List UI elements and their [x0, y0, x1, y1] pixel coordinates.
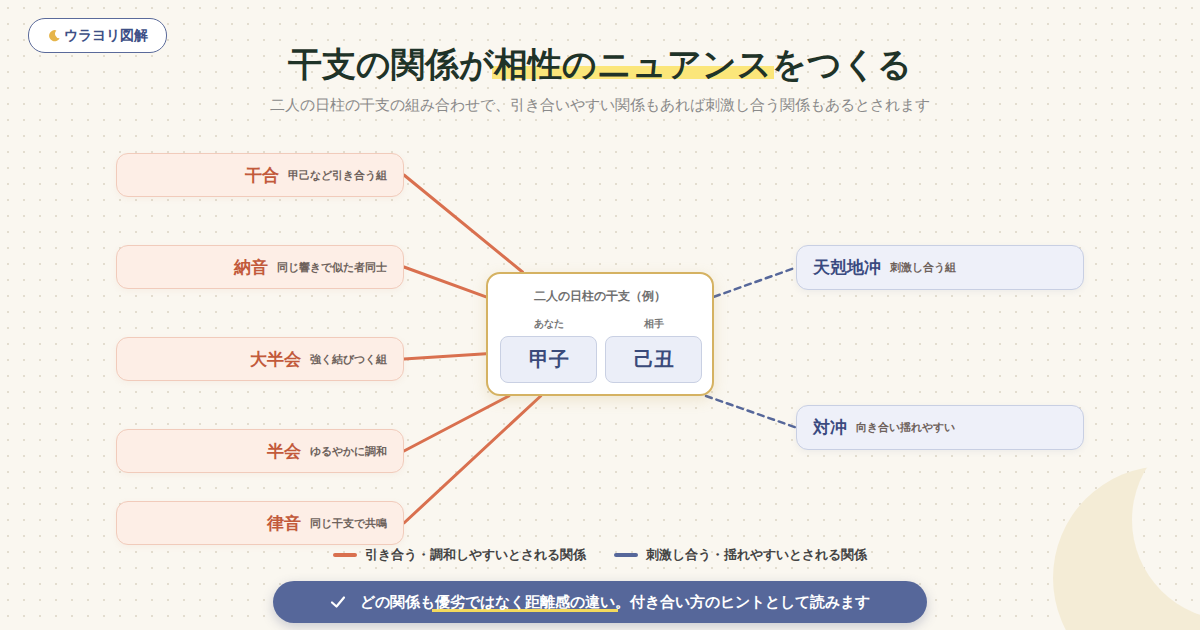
- harmony-box: 律音同じ干支で共鳴: [116, 501, 404, 545]
- kanshi-text: 甲子: [529, 346, 569, 373]
- relation-note: ゆるやかに調和: [310, 444, 387, 459]
- kanshi-text: 己丑: [634, 346, 674, 373]
- subtitle-text: 二人の日柱の干支の組み合わせで、引き合いやすい関係もあれば刺激し合う関係もあると…: [0, 96, 1200, 115]
- pair-heading: 二人の日柱の干支（例）: [488, 288, 712, 305]
- person-label: 相手: [606, 317, 701, 331]
- check-icon: [330, 594, 346, 610]
- moon-shape: [49, 30, 60, 41]
- tension-box: 天剋地冲刺激し合う組: [796, 245, 1084, 290]
- person-label: あなた: [501, 317, 596, 331]
- legend-swatch: [614, 553, 638, 557]
- relation-name: 大半会: [250, 348, 301, 371]
- relation-name: 対冲: [813, 416, 847, 439]
- harmony-box: 納音同じ響きで似た者同士: [116, 245, 404, 289]
- harmony-connector: [404, 396, 509, 451]
- harmony-box: 半会ゆるやかに調和: [116, 429, 404, 473]
- relation-note: 同じ響きで似た者同士: [277, 260, 387, 275]
- harmony-box: 大半会強く結びつく組: [116, 337, 404, 381]
- legend: 引き合う・調和しやすいとされる関係 刺激し合う・揺れやすいとされる関係: [0, 546, 1200, 564]
- check-mark: [332, 598, 344, 607]
- relation-name: 律音: [267, 512, 301, 535]
- relation-name: 干合: [245, 164, 279, 187]
- title-text: 干支の関係が相性のニュアンスをつくる: [0, 42, 1200, 86]
- harmony-connector: [404, 396, 541, 523]
- kanshi-box: あなた甲子: [500, 336, 597, 383]
- relation-note: 甲己など引き合う組: [288, 168, 387, 183]
- tension-box: 対冲向き合い揺れやすい: [796, 405, 1084, 450]
- relation-name: 納音: [234, 256, 268, 279]
- legend-text: 刺激し合う・揺れやすいとされる関係: [646, 546, 867, 564]
- brand-badge: ウラヨリ図解: [28, 18, 167, 53]
- note-banner: どの関係も優劣ではなく距離感の違い。付き合い方のヒントとして読みます: [273, 581, 927, 623]
- relation-note: 同じ干支で共鳴: [310, 516, 387, 531]
- relation-note: 刺激し合う組: [890, 260, 956, 275]
- legend-item: 引き合う・調和しやすいとされる関係: [333, 546, 586, 564]
- relation-note: 向き合い揺れやすい: [856, 420, 955, 435]
- legend-text: 引き合う・調和しやすいとされる関係: [365, 546, 586, 564]
- legend-item: 刺激し合う・揺れやすいとされる関係: [614, 546, 867, 564]
- pair-box: 二人の日柱の干支（例）あなた甲子相手己丑: [486, 272, 714, 396]
- relation-name: 半会: [267, 440, 301, 463]
- legend-swatch: [333, 553, 357, 557]
- relation-note: 強く結びつく組: [310, 352, 387, 367]
- tension-connector: [706, 396, 796, 428]
- moon-icon: [48, 29, 61, 42]
- harmony-connector: [404, 175, 522, 272]
- kanshi-box: 相手己丑: [605, 336, 702, 383]
- tension-connector: [714, 268, 796, 297]
- note-text: どの関係も優劣ではなく距離感の違い。付き合い方のヒントとして読みます: [360, 593, 870, 612]
- harmony-connector: [404, 354, 486, 359]
- crescent-moon: [1053, 466, 1200, 630]
- relation-name: 天剋地冲: [813, 256, 881, 279]
- badge-text: ウラヨリ図解: [64, 27, 148, 45]
- harmony-box: 干合甲己など引き合う組: [116, 153, 404, 197]
- harmony-connector: [404, 267, 486, 297]
